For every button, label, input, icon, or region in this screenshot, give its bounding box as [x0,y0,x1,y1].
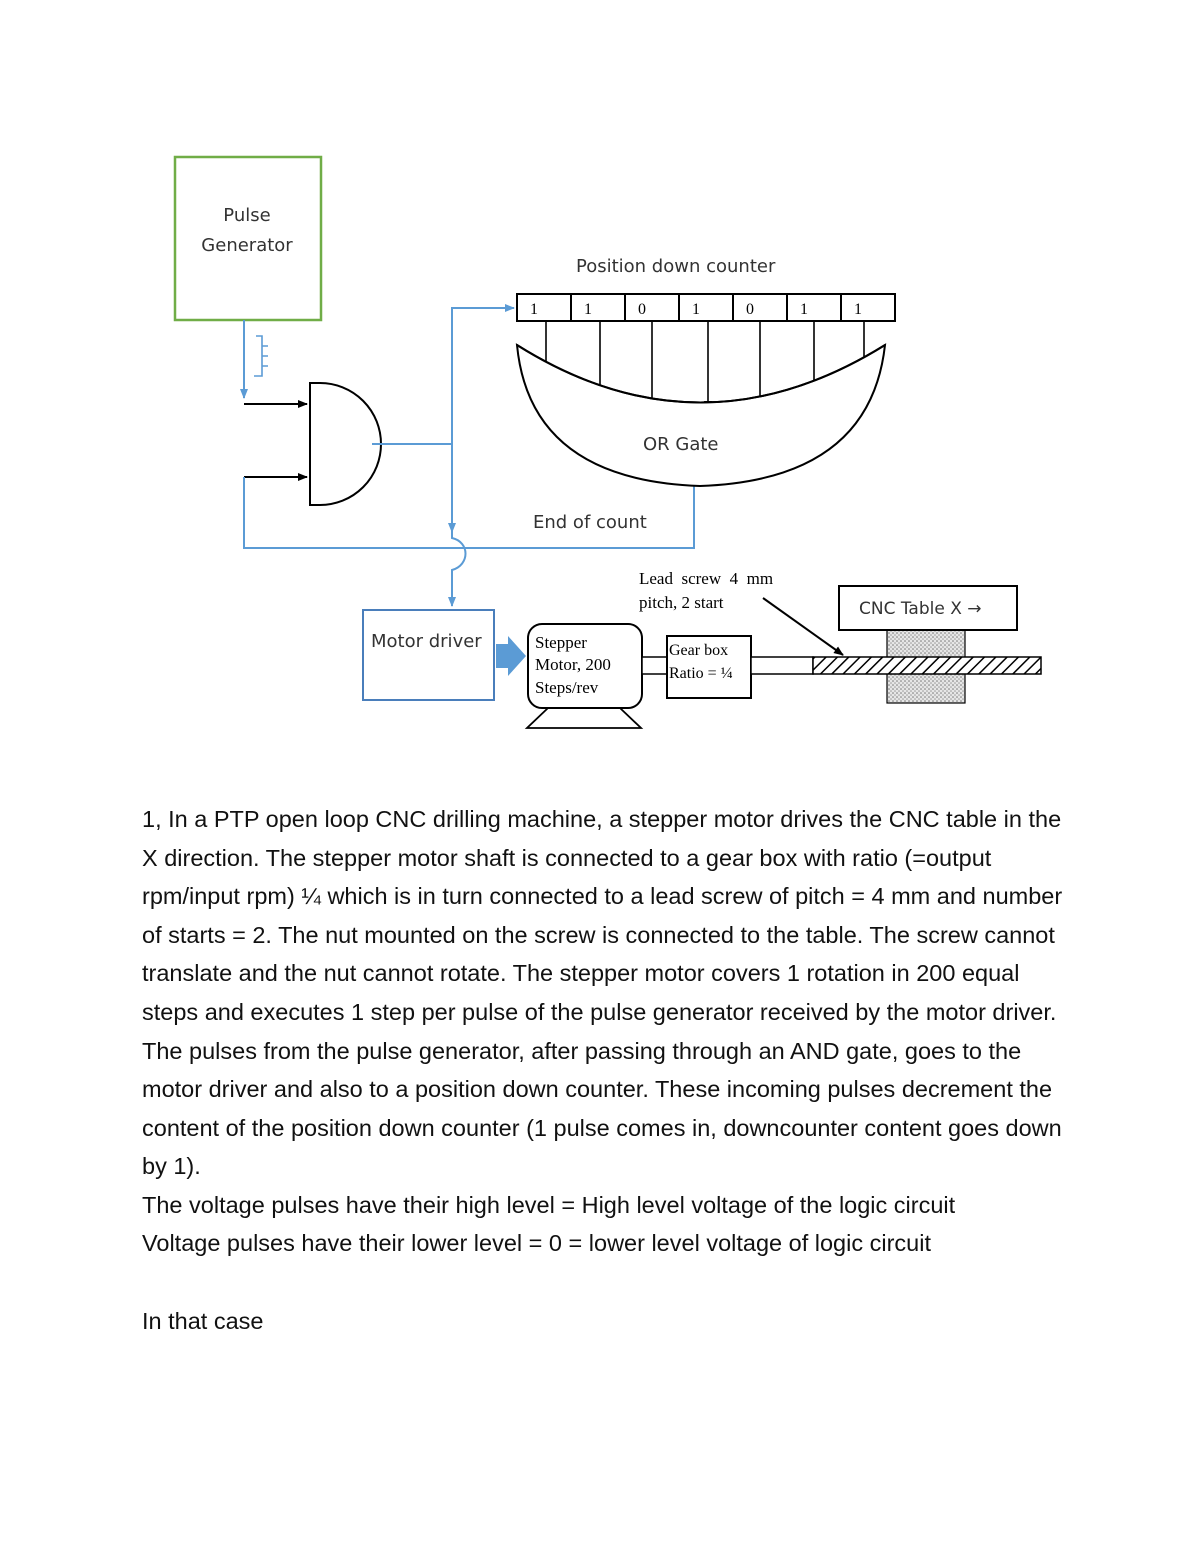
and-gate [244,382,382,506]
counter-bit: 1 [800,301,808,318]
position-down-counter: Position down counter 1 1 0 1 0 1 1 [516,256,896,322]
pulse-generator-block: Pulse Generator [173,155,323,322]
stepper-motor-label-line1: Stepper [535,633,587,652]
counter-bit: 1 [584,301,592,318]
cnc-table: CNC Table X → [838,585,1018,631]
pulse-generator-label-line2: Generator [201,235,293,256]
gear-box-label-line1: Gear box [669,642,728,659]
pulse-generator-label-line1: Pulse [223,205,270,226]
and-output-lines [372,304,515,607]
gear-box: Gear box Ratio = ¼ [666,635,752,699]
high-level-line: The voltage pulses have their high level… [142,1192,956,1218]
closing-line: In that case [142,1308,264,1334]
counter-bit: 0 [746,301,754,318]
counter-bit: 1 [692,301,700,318]
gear-box-label-line2: Ratio = ¼ [669,665,733,682]
lead-screw-annotation: Lead screw 4 mm pitch, 2 start [639,569,844,656]
stepper-motor-label-line2: Motor, 200 [535,655,611,674]
motor-driver-label: Motor driver [371,631,482,652]
counter-title: Position down counter [576,256,776,277]
motor-driver-block: Motor driver [362,609,526,701]
lead-screw-label-line2: pitch, 2 start [639,593,724,612]
end-of-count-label: End of count [533,512,647,533]
counter-bit: 0 [638,301,646,318]
problem-paragraph: 1, In a PTP open loop CNC drilling machi… [142,806,1063,1180]
gearbox-output-shaft [750,656,814,675]
cnc-table-label: CNC Table X → [859,599,982,619]
counter-bit: 1 [854,301,862,318]
motor-shaft [641,656,668,675]
pulse-train-icon [254,335,268,377]
or-gate: OR Gate [515,343,887,488]
end-of-count-feedback: End of count [243,477,695,549]
lead-screw [812,656,1042,675]
low-level-line: Voltage pulses have their lower level = … [142,1230,931,1256]
counter-bit: 1 [530,301,538,318]
cnc-control-diagram: Pulse Generator End of count Position do… [173,155,1042,729]
stepper-motor: Stepper Motor, 200 Steps/rev [524,623,644,729]
or-gate-label: OR Gate [643,434,719,455]
pulse-signal-line [240,320,268,399]
stepper-motor-label-line3: Steps/rev [535,678,599,697]
lead-screw-label-line1: Lead screw 4 mm [639,569,773,588]
drive-signal-arrow-icon [496,636,526,676]
